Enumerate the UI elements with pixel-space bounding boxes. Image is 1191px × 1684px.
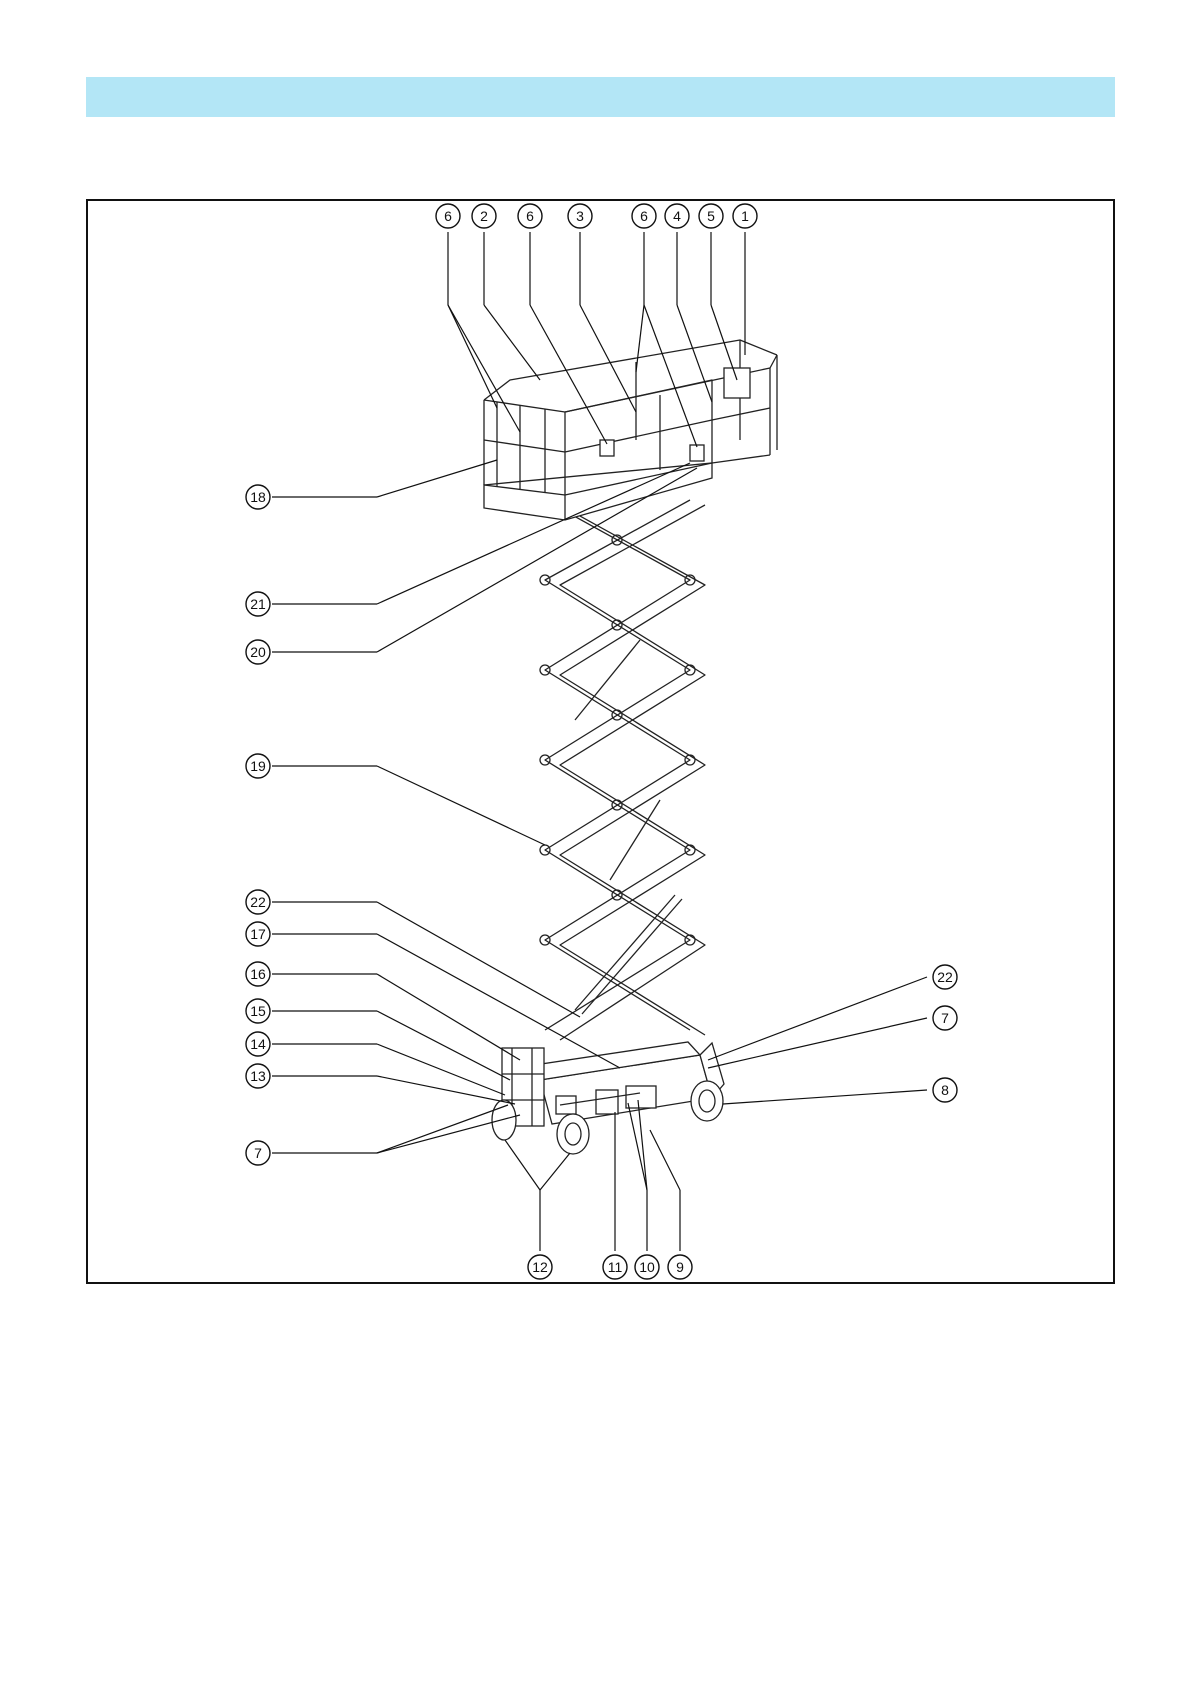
svg-text:6: 6 bbox=[444, 208, 452, 224]
svg-text:9: 9 bbox=[676, 1259, 684, 1275]
callout-6: 6 bbox=[632, 204, 656, 228]
callout-14: 14 bbox=[246, 1032, 270, 1056]
callout-9: 9 bbox=[668, 1255, 692, 1279]
callout-4: 4 bbox=[665, 204, 689, 228]
svg-text:7: 7 bbox=[941, 1010, 949, 1026]
callout-20: 20 bbox=[246, 640, 270, 664]
callout-19: 19 bbox=[246, 754, 270, 778]
svg-text:6: 6 bbox=[526, 208, 534, 224]
svg-text:20: 20 bbox=[250, 644, 266, 660]
svg-text:8: 8 bbox=[941, 1082, 949, 1098]
callout-6: 6 bbox=[518, 204, 542, 228]
svg-text:15: 15 bbox=[250, 1003, 266, 1019]
svg-text:11: 11 bbox=[608, 1259, 623, 1275]
svg-text:10: 10 bbox=[639, 1259, 655, 1275]
svg-text:5: 5 bbox=[707, 208, 715, 224]
svg-text:21: 21 bbox=[250, 596, 266, 612]
svg-text:18: 18 bbox=[250, 489, 266, 505]
callout-10: 10 bbox=[635, 1255, 659, 1279]
callout-15: 15 bbox=[246, 999, 270, 1023]
callouts: 6 2 6 3 6 4 5 1 18 21 20 bbox=[246, 204, 957, 1279]
callout-16: 16 bbox=[246, 962, 270, 986]
callout-6: 6 bbox=[436, 204, 460, 228]
callout-8: 8 bbox=[933, 1078, 957, 1102]
svg-text:4: 4 bbox=[673, 208, 681, 224]
callout-7: 7 bbox=[246, 1141, 270, 1165]
svg-text:22: 22 bbox=[250, 894, 266, 910]
callout-17: 17 bbox=[246, 922, 270, 946]
callout-12: 12 bbox=[528, 1255, 552, 1279]
svg-text:22: 22 bbox=[937, 969, 953, 985]
svg-text:13: 13 bbox=[250, 1068, 266, 1084]
scissor-lift-illustration bbox=[484, 340, 777, 1154]
svg-text:7: 7 bbox=[254, 1145, 262, 1161]
svg-text:19: 19 bbox=[250, 758, 266, 774]
svg-text:12: 12 bbox=[532, 1259, 548, 1275]
svg-text:14: 14 bbox=[250, 1036, 266, 1052]
callout-7: 7 bbox=[933, 1006, 957, 1030]
callout-21: 21 bbox=[246, 592, 270, 616]
svg-text:16: 16 bbox=[250, 966, 266, 982]
callout-3: 3 bbox=[568, 204, 592, 228]
svg-text:6: 6 bbox=[640, 208, 648, 224]
scissor-stack bbox=[540, 500, 705, 1040]
svg-text:1: 1 bbox=[741, 208, 749, 224]
platform-deck bbox=[484, 463, 712, 520]
callout-5: 5 bbox=[699, 204, 723, 228]
callout-1: 1 bbox=[733, 204, 757, 228]
callout-18: 18 bbox=[246, 485, 270, 509]
callout-13: 13 bbox=[246, 1064, 270, 1088]
svg-text:17: 17 bbox=[250, 926, 266, 942]
callout-11: 11 bbox=[603, 1255, 627, 1279]
callout-22: 22 bbox=[933, 965, 957, 989]
svg-text:3: 3 bbox=[576, 208, 584, 224]
callout-22: 22 bbox=[246, 890, 270, 914]
callout-2: 2 bbox=[472, 204, 496, 228]
svg-text:2: 2 bbox=[480, 208, 488, 224]
